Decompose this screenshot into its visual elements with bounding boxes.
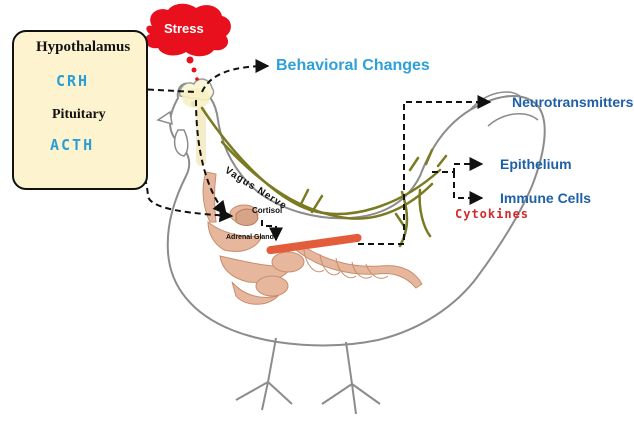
stress-dot-3 [195, 77, 199, 81]
chicken-beak [158, 112, 172, 124]
immune-cells-label: Immune Cells [500, 191, 591, 205]
behavioral-changes-label: Behavioral Changes [276, 58, 430, 74]
hypothalamus-label: Hypothalamus [36, 40, 130, 55]
spine-region [196, 106, 206, 166]
epithelium-label: Epithelium [500, 157, 572, 171]
adrenal-gland-label: Adrenal Gland [226, 234, 274, 241]
stress-label: Stress [164, 22, 204, 35]
chicken-legs [236, 338, 380, 414]
pituitary-label: Pituitary [52, 108, 106, 122]
crh-label: CRH [56, 74, 89, 89]
cytokines-label: Cytokines [455, 208, 529, 220]
neurotransmitters-label: Neurotransmitters [512, 95, 633, 109]
cortisol-label: Cortisol [252, 207, 282, 215]
chicken-wattle [175, 130, 188, 156]
stress-dot-1 [187, 57, 194, 64]
acth-label: ACTH [50, 138, 94, 153]
stress-dot-2 [192, 68, 197, 73]
